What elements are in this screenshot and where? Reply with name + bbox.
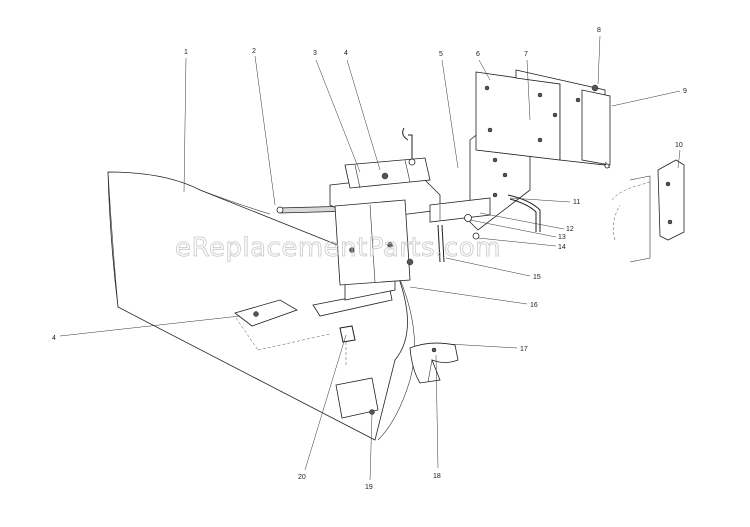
callout-15: 15 xyxy=(533,274,541,281)
callout-20: 20 xyxy=(298,474,306,481)
fasteners xyxy=(437,214,480,263)
callout-8: 8 xyxy=(597,27,601,34)
mounting-plates xyxy=(475,69,611,169)
callout-4: 4 xyxy=(344,50,348,57)
callout-1: 1 xyxy=(184,49,188,56)
callout-3: 3 xyxy=(313,50,317,57)
callout-17: 17 xyxy=(520,346,528,353)
hook-bolt xyxy=(402,127,416,166)
bent-rod xyxy=(507,194,541,232)
callout-4b: 4 xyxy=(52,335,56,342)
callout-13: 13 xyxy=(558,234,566,241)
callout-9: 9 xyxy=(683,88,687,95)
callout-14: 14 xyxy=(558,244,566,251)
shoe xyxy=(409,342,459,384)
callout-7: 7 xyxy=(524,51,528,58)
mount-frame xyxy=(329,157,441,286)
watermark-text: eReplacementParts.com xyxy=(175,233,501,263)
callout-11: 11 xyxy=(573,199,580,206)
callout-18: 18 xyxy=(433,473,441,480)
pin xyxy=(339,325,356,365)
callout-labels: 1 2 3 4 5 6 7 8 9 10 11 12 13 14 15 16 1… xyxy=(52,27,687,491)
side-bracket xyxy=(611,159,685,263)
skid-plate xyxy=(335,377,379,419)
callout-10: 10 xyxy=(675,142,683,149)
callout-19: 19 xyxy=(365,484,373,491)
leader-lines xyxy=(59,35,681,481)
callout-12: 12 xyxy=(566,226,574,233)
plow-blade xyxy=(107,171,415,441)
callout-2: 2 xyxy=(252,48,256,55)
left-bracket xyxy=(234,299,331,351)
callout-16: 16 xyxy=(530,302,538,309)
callout-6: 6 xyxy=(476,51,480,58)
callout-5: 5 xyxy=(439,51,443,58)
